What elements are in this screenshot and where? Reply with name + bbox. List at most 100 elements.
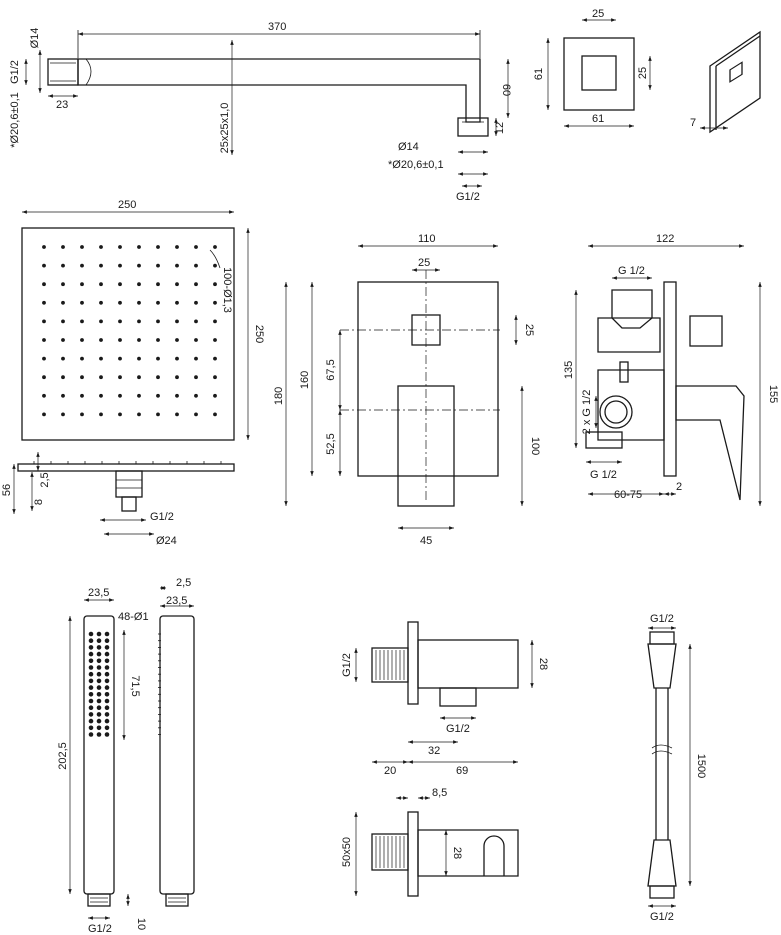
mixer-height-label: 180 xyxy=(273,387,285,405)
head-nozzle xyxy=(61,319,65,324)
hand-nozzle xyxy=(88,718,94,724)
hand-nozzle xyxy=(104,665,110,670)
head-nozzle xyxy=(194,393,198,398)
head-nozzle xyxy=(175,300,179,305)
flange-height-label: 61 xyxy=(533,68,545,80)
hand-nozzle xyxy=(96,645,102,650)
head-nozzle xyxy=(80,282,84,287)
head-nozzle xyxy=(156,338,160,342)
hose-top-nut xyxy=(649,631,675,645)
head-nozzle xyxy=(118,319,122,324)
head-nozzle xyxy=(194,245,198,249)
arm-bottom-connector xyxy=(457,117,489,137)
head-nozzle xyxy=(156,319,160,324)
hand-nozzle xyxy=(104,725,110,731)
hand-nozzle xyxy=(88,692,94,697)
head-nozzle xyxy=(156,356,160,361)
hand-nozzle xyxy=(104,712,110,717)
head-nozzle xyxy=(42,338,46,342)
head-nozzle xyxy=(42,245,46,249)
hand-nozzle xyxy=(88,705,94,710)
holder-flange xyxy=(407,811,419,897)
head-nozzle xyxy=(213,338,217,342)
hand-nozzle xyxy=(104,651,110,657)
head-nozzle xyxy=(42,300,46,305)
valve-handle-square xyxy=(689,315,723,347)
head-nozzle xyxy=(80,412,84,417)
head-nozzle xyxy=(80,375,84,380)
head-nozzle xyxy=(137,245,141,249)
head-thickness-label: 2,5 xyxy=(39,472,51,487)
hand-shower-thread xyxy=(87,893,111,907)
head-nozzle xyxy=(213,412,217,417)
arm-nut-label: 12 xyxy=(494,122,506,134)
head-spray-ticks xyxy=(33,461,222,464)
mixer-handle-label: 25 xyxy=(418,257,430,269)
head-nozzle xyxy=(118,300,122,305)
head-nozzle xyxy=(99,338,103,342)
head-nozzle xyxy=(156,300,160,305)
arm-section-label: 25x25x1,0 xyxy=(219,103,231,154)
hand-nozzle xyxy=(104,692,110,697)
head-connector-label: 8 xyxy=(33,499,45,505)
head-nozzle xyxy=(99,356,103,361)
head-nozzle xyxy=(137,375,141,380)
mixer-upper-label: 160 xyxy=(299,371,311,389)
shower-head-drawing: 250 250 100-Ø1,3 2,5 56 8 G1/2 Ø24 xyxy=(1,199,265,547)
elbow-length-a-label: 20 xyxy=(384,765,396,777)
head-nozzle xyxy=(61,282,65,287)
hand-nozzle xyxy=(88,671,94,677)
valve-thread-bottom-label: G 1/2 xyxy=(590,469,617,481)
head-nozzle xyxy=(175,412,179,417)
valve-side-drawing: 122 G 1/2 135 2 x G 1/2 155 G 1/2 60-75 … xyxy=(563,233,779,506)
flange-plate xyxy=(563,37,635,111)
arm-length-label: 370 xyxy=(268,21,286,33)
head-nozzle xyxy=(175,356,179,361)
hand-shower-side xyxy=(159,615,195,895)
head-nozzle xyxy=(42,356,46,361)
head-nozzle xyxy=(194,356,198,361)
head-nozzle xyxy=(80,393,84,398)
hand-nozzle xyxy=(88,665,94,670)
arm-thread-label: G1/2 xyxy=(9,60,21,84)
head-nozzle xyxy=(61,412,65,417)
head-nozzle xyxy=(99,245,103,249)
head-dia-label: Ø24 xyxy=(156,535,177,547)
head-nozzle xyxy=(99,375,103,380)
hand-nozzle xyxy=(88,685,94,690)
hand-nozzle xyxy=(104,638,110,643)
hose-bottom-cone xyxy=(647,839,677,887)
elbow-length-b-label: 69 xyxy=(456,765,468,777)
head-nozzle xyxy=(175,282,179,287)
flange-iso-square xyxy=(729,61,743,83)
arm-offset-label: 23 xyxy=(56,99,68,111)
hand-nozzle xyxy=(88,725,94,731)
hand-shower-nozzles xyxy=(88,631,110,737)
head-nozzle xyxy=(156,245,160,249)
head-nozzle xyxy=(42,375,46,380)
valve-plate xyxy=(663,281,677,477)
flange-square xyxy=(581,55,617,91)
hand-thread-label: G1/2 xyxy=(88,923,112,935)
hand-width-label: 23,5 xyxy=(88,587,109,599)
hand-length-label: 202,5 xyxy=(57,742,69,770)
valve-bottom-inlet xyxy=(585,431,623,449)
holder-body xyxy=(417,829,519,877)
head-nozzle xyxy=(80,245,84,249)
head-nozzle xyxy=(194,263,198,268)
hand-nozzle xyxy=(96,678,102,684)
hand-nozzle xyxy=(104,732,110,737)
holder-size-label: 50x50 xyxy=(341,837,353,867)
head-nozzle xyxy=(61,393,65,398)
head-nozzle xyxy=(213,282,217,287)
hand-nozzle xyxy=(96,685,102,690)
head-nozzle xyxy=(213,375,217,380)
hand-shower-side-ticks xyxy=(158,633,161,735)
nozzle-leader xyxy=(209,249,221,269)
hand-nozzle xyxy=(88,698,94,704)
mixer-front-drawing: 110 25 25 180 160 67,5 52,5 100 45 xyxy=(273,233,541,547)
valve-height-label: 155 xyxy=(767,385,779,403)
flange-iso-view xyxy=(709,30,761,134)
head-nozzle xyxy=(194,282,198,287)
valve-outlet-circle xyxy=(599,395,633,429)
